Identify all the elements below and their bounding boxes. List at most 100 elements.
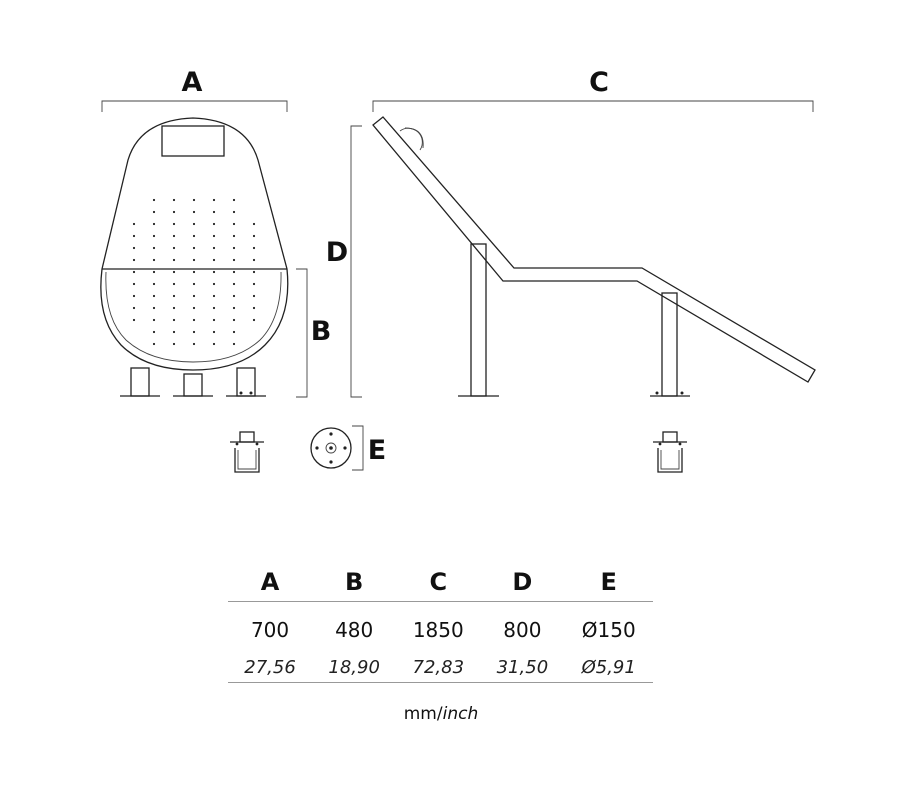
perforation-dot: [232, 282, 236, 286]
perforation-dot: [172, 318, 176, 322]
perforation-dot: [232, 294, 236, 298]
perforation-dot: [172, 270, 176, 274]
value-mm-d: 800: [503, 618, 542, 642]
dimension-label-d: D: [326, 237, 348, 268]
perforation-dot: [252, 294, 256, 298]
perforation-dot: [192, 330, 196, 334]
perforation-dot: [132, 282, 136, 286]
perforation-dot: [252, 270, 256, 274]
perforation-dot: [252, 246, 256, 250]
value-mm-b: 480: [335, 618, 374, 642]
perforation-dot: [192, 258, 196, 262]
perforation-dot: [192, 246, 196, 250]
value-inch-c: 72,83: [396, 652, 481, 683]
perforation-dot: [252, 234, 256, 238]
perforation-dot: [232, 198, 236, 202]
perforation-dot: [232, 306, 236, 310]
perforation-dot: [212, 318, 216, 322]
perforation-dot: [132, 258, 136, 262]
perforation-dot: [232, 318, 236, 322]
perforation-dot: [192, 318, 196, 322]
perforation-dot: [232, 246, 236, 250]
perforation-dot: [172, 294, 176, 298]
perforation-dot: [212, 294, 216, 298]
table-row-mm: 700 480 1850 800 Ø150: [228, 602, 653, 653]
perforation-dot: [152, 198, 156, 202]
perforation-dot: [132, 234, 136, 238]
units-caption: mm/inch: [0, 704, 882, 724]
side-view: [372, 116, 816, 397]
side-leg-front: [661, 292, 678, 397]
perforation-dot: [132, 294, 136, 298]
perforation-dot: [212, 342, 216, 346]
leg-bracket-detail-right: [653, 431, 687, 473]
perforation-dot: [152, 282, 156, 286]
perforation-dot: [192, 306, 196, 310]
perforation-dot: [252, 306, 256, 310]
perforation-dot: [212, 234, 216, 238]
value-inch-b: 18,90: [312, 652, 397, 683]
dimension-a: A: [101, 67, 288, 112]
units-mm: mm/: [403, 704, 443, 724]
perforation-dot: [172, 210, 176, 214]
headrest-panel: [161, 125, 225, 157]
perforation-dot: [172, 246, 176, 250]
perforation-dot: [152, 294, 156, 298]
perforation-dot: [172, 306, 176, 310]
header-a: A: [228, 563, 313, 602]
perforation-dot: [192, 198, 196, 202]
front-view: [100, 117, 289, 397]
perforation-dot: [192, 282, 196, 286]
dimensions-table: A B C D E 700 480 1850 800 Ø150 27,56 18…: [228, 563, 653, 683]
perforation-dot: [152, 234, 156, 238]
perforation-dot: [152, 222, 156, 226]
perforation-dot: [152, 306, 156, 310]
perforation-dot: [232, 342, 236, 346]
perforation-dot: [132, 306, 136, 310]
base-plate-view: E: [310, 425, 386, 471]
dimension-d: D: [326, 125, 362, 398]
dimension-b: B: [296, 268, 332, 398]
perforation-dot: [192, 222, 196, 226]
perforation-dot: [232, 210, 236, 214]
header-b: B: [312, 563, 397, 602]
perforation-dot: [192, 270, 196, 274]
perforation-dot: [212, 222, 216, 226]
perforation-dot: [152, 330, 156, 334]
perforation-dot: [132, 246, 136, 250]
value-mm-a: 700: [250, 618, 290, 642]
front-legs: [120, 367, 266, 397]
perforation-dot: [172, 330, 176, 334]
perforation-dot: [252, 318, 256, 322]
dimension-label-a: A: [182, 67, 203, 98]
perforation-dot: [172, 282, 176, 286]
perforation-dot: [252, 282, 256, 286]
perforation-dot: [152, 210, 156, 214]
perforation-dot: [172, 342, 176, 346]
table-row-inch: 27,56 18,90 72,83 31,50 Ø5,91: [228, 652, 653, 683]
perforation-dot: [192, 294, 196, 298]
perforation-dot: [172, 258, 176, 262]
technical-drawing: A C D B: [100, 67, 816, 473]
perforation-dot: [132, 222, 136, 226]
dimension-c: C: [372, 67, 814, 112]
side-leg-back: [470, 243, 487, 397]
header-c: C: [396, 563, 481, 602]
value-inch-e: Ø5,91: [564, 652, 653, 683]
perforation-dot: [192, 234, 196, 238]
value-mm-c: 1850: [412, 618, 464, 642]
header-d: D: [480, 563, 565, 602]
perforation-dot: [152, 258, 156, 262]
dimension-label-e: E: [368, 435, 386, 466]
perforation-dot: [212, 282, 216, 286]
value-inch-a: 27,56: [228, 652, 313, 683]
perforation-dot: [232, 234, 236, 238]
perforation-dot: [152, 318, 156, 322]
perforation-dot: [212, 246, 216, 250]
perforation-dot: [212, 270, 216, 274]
perforation-dot: [252, 258, 256, 262]
leg-bracket-detail-left: [230, 431, 264, 473]
units-inch: inch: [442, 704, 479, 724]
value-mm-e: Ø150: [581, 618, 636, 642]
dimension-label-b: B: [311, 316, 332, 347]
